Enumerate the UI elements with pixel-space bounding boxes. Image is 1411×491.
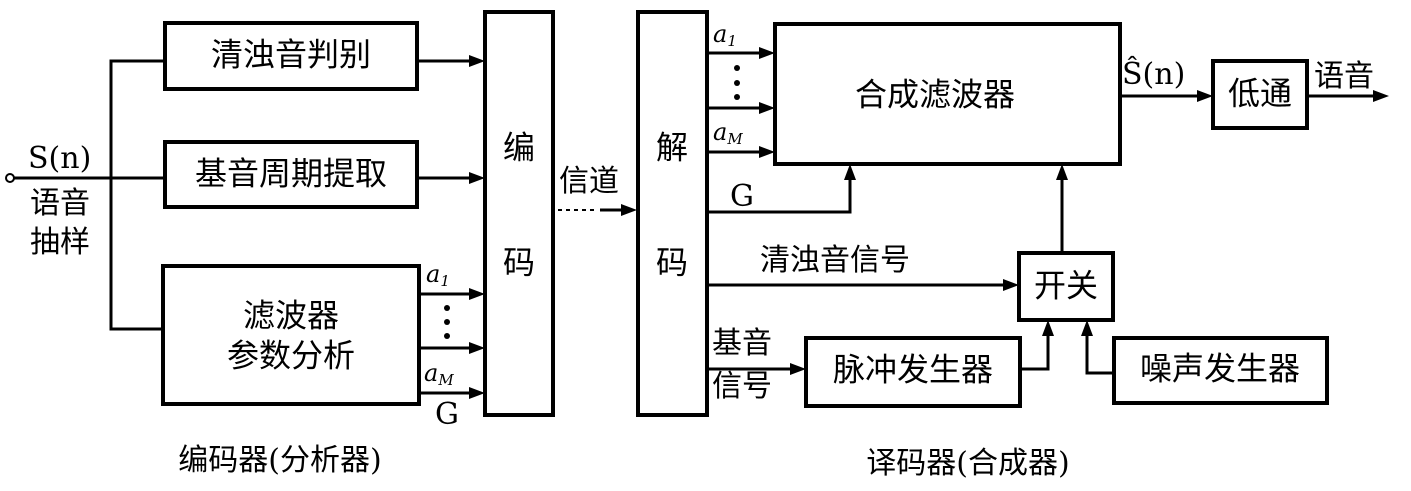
encoder-arrows: [417, 55, 485, 399]
encoder-char-2: 码: [503, 244, 535, 282]
filter-analysis-label-2: 参数分析: [227, 337, 355, 375]
voicing-detection-box: [163, 21, 419, 91]
enc-ellipsis-dots: [444, 305, 450, 339]
input-node: [5, 173, 15, 183]
enc-a1-label: a1: [426, 260, 450, 290]
dec-g-label: G: [730, 179, 754, 214]
channel-label: 信道: [559, 164, 619, 199]
input-label-speech: 语音: [30, 186, 90, 221]
input-label-sampling: 抽样: [30, 225, 90, 260]
input-signal-label: S(n): [28, 141, 91, 176]
pulse-generator-box: [804, 336, 1022, 408]
pitch-signal-label-1: 基音: [712, 326, 772, 361]
encoder-box: [483, 10, 555, 417]
decoder-char-2: 码: [656, 244, 688, 282]
voicing-detection-label: 清浊音判别: [211, 36, 371, 74]
pitch-signal-label-2: 信号: [712, 369, 772, 404]
dec-a1-label: a1: [713, 20, 737, 50]
decoder-box: [636, 10, 709, 417]
channel-arrowhead: [621, 204, 637, 216]
switch-label: 开关: [1034, 267, 1098, 305]
lowpass-label: 低通: [1228, 75, 1292, 113]
pitch-extraction-label: 基音周期提取: [195, 155, 387, 193]
input-bus: [109, 59, 165, 331]
filter-analysis-label-1: 滤波器: [243, 297, 339, 335]
noise-generator-label: 噪声发生器: [1140, 350, 1300, 388]
noise-generator-box: [1112, 336, 1329, 405]
pulse-generator-label: 脉冲发生器: [833, 351, 993, 389]
output-speech-label: 语音: [1314, 59, 1374, 94]
encoder-char-1: 编: [503, 129, 535, 167]
enc-aM-label: aM: [424, 359, 454, 389]
dec-aM-label: aM: [713, 118, 743, 148]
synthesis-filter-label: 合成滤波器: [855, 76, 1015, 114]
synth-output-label: Ŝ(n): [1122, 56, 1185, 92]
decoder-arrows: [707, 47, 1389, 375]
pitch-extraction-box: [163, 140, 419, 209]
voicing-signal-label: 清浊音信号: [760, 243, 910, 278]
decoder-caption: 译码器(合成器): [866, 446, 1069, 481]
filter-analysis-box: [161, 264, 421, 406]
encoder-caption: 编码器(分析器): [178, 443, 381, 478]
synthesis-filter-box: [773, 22, 1122, 166]
switch-box: [1017, 251, 1115, 322]
dec-ellipsis-dots: [734, 65, 740, 100]
lowpass-box: [1211, 59, 1309, 130]
decoder-char-1: 解: [656, 129, 688, 167]
enc-g-label: G: [435, 397, 459, 432]
